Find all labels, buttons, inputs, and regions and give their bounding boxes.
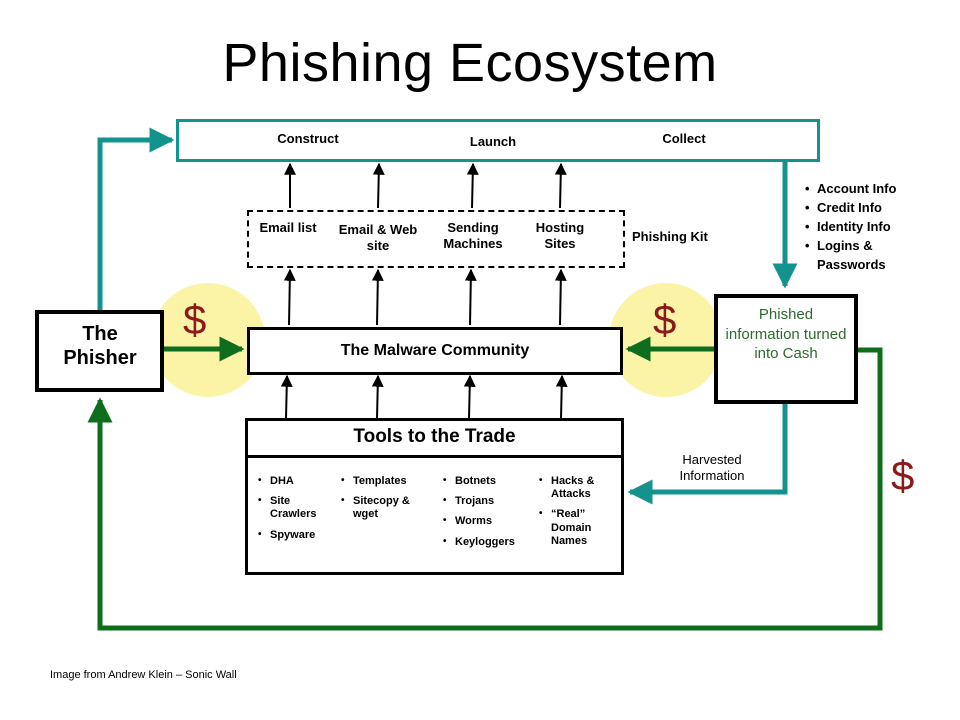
teal-arrow-harvested-to-tools (627, 404, 788, 505)
tools-column-2: Templates Sitecopy & wget (341, 475, 431, 529)
tool-item: Spyware (258, 529, 338, 542)
money-circle-left (151, 283, 265, 397)
arrow-tools-to-malware-4 (555, 374, 568, 419)
harvested-information-label: Harvested Information (679, 452, 745, 483)
arrow-malware-to-kit-1 (283, 268, 296, 326)
arrow-kit-to-stages-2 (372, 162, 385, 209)
arrow-tools-to-malware-3 (463, 374, 476, 419)
account-info-list: Account Info Credit Info Identity Info L… (805, 179, 945, 274)
tool-item: Trojans (443, 495, 533, 508)
dollar-right: $ (653, 296, 677, 343)
arrow-malware-to-kit-3 (464, 268, 477, 326)
arrow-tools-to-malware-1 (280, 374, 293, 419)
phishing-kit-box (247, 210, 625, 268)
tool-item: Worms (443, 515, 533, 528)
account-info-item: Credit Info (805, 198, 945, 217)
tools-column-3: Botnets Trojans Worms Keyloggers (443, 475, 533, 556)
diagram-title: Phishing Ecosystem (222, 33, 718, 93)
cash-box-label: Phished information turned into Cash (725, 306, 847, 362)
malware-community-label: The Malware Community (340, 342, 530, 359)
tools-column-1: DHA Site Crawlers Spyware (258, 475, 338, 549)
arrow-tools-to-malware-2 (371, 374, 384, 419)
tool-item: Botnets (443, 475, 533, 488)
tools-divider (245, 455, 624, 458)
stage-collect: Collect (662, 131, 706, 146)
tools-column-4: Hacks & Attacks “Real” Domain Names (539, 475, 619, 555)
kit-item-email-list: Email list (259, 220, 317, 235)
phishing-kit-label: Phishing Kit (632, 229, 708, 244)
stage-launch: Launch (469, 134, 517, 149)
dollar-left: $ (183, 296, 207, 343)
arrow-malware-to-kit-2 (371, 268, 384, 326)
tool-item: “Real” Domain Names (539, 508, 603, 548)
account-info-item: Identity Info (805, 217, 945, 236)
tool-item: Sitecopy & wget (341, 495, 425, 521)
green-arrow-cash-to-phisher (87, 347, 883, 631)
kit-item-hosting-sites: Hosting Sites (535, 220, 585, 251)
tool-item: DHA (258, 475, 338, 488)
image-credit: Image from Andrew Klein – Sonic Wall (50, 669, 237, 681)
account-info-item: Account Info (805, 179, 945, 198)
teal-arrow-phisher-to-stages (97, 127, 175, 310)
arrow-kit-to-stages-4 (554, 162, 567, 209)
cash-box (714, 294, 858, 404)
tool-item: Site Crawlers (258, 495, 320, 521)
malware-community-box (247, 327, 623, 375)
tool-item: Templates (341, 475, 431, 488)
money-circle-right (609, 283, 723, 397)
arrow-kit-to-stages-3 (466, 162, 479, 209)
tool-item: Hacks & Attacks (539, 475, 609, 501)
phisher-label: The Phisher (63, 323, 137, 369)
tool-item: Keyloggers (443, 536, 533, 549)
stage-construct: Construct (277, 131, 339, 146)
phisher-box (35, 310, 164, 392)
kit-item-sending-machines: Sending Machines (443, 220, 503, 251)
account-info-item: Logins & Passwords (805, 236, 917, 274)
tools-title: Tools to the Trade (353, 426, 516, 447)
dollar-bottom-right: $ (891, 452, 915, 499)
kit-item-email-web-site: Email & Web site (338, 222, 418, 253)
arrow-malware-to-kit-4 (554, 268, 567, 326)
stages-bar (176, 119, 820, 162)
